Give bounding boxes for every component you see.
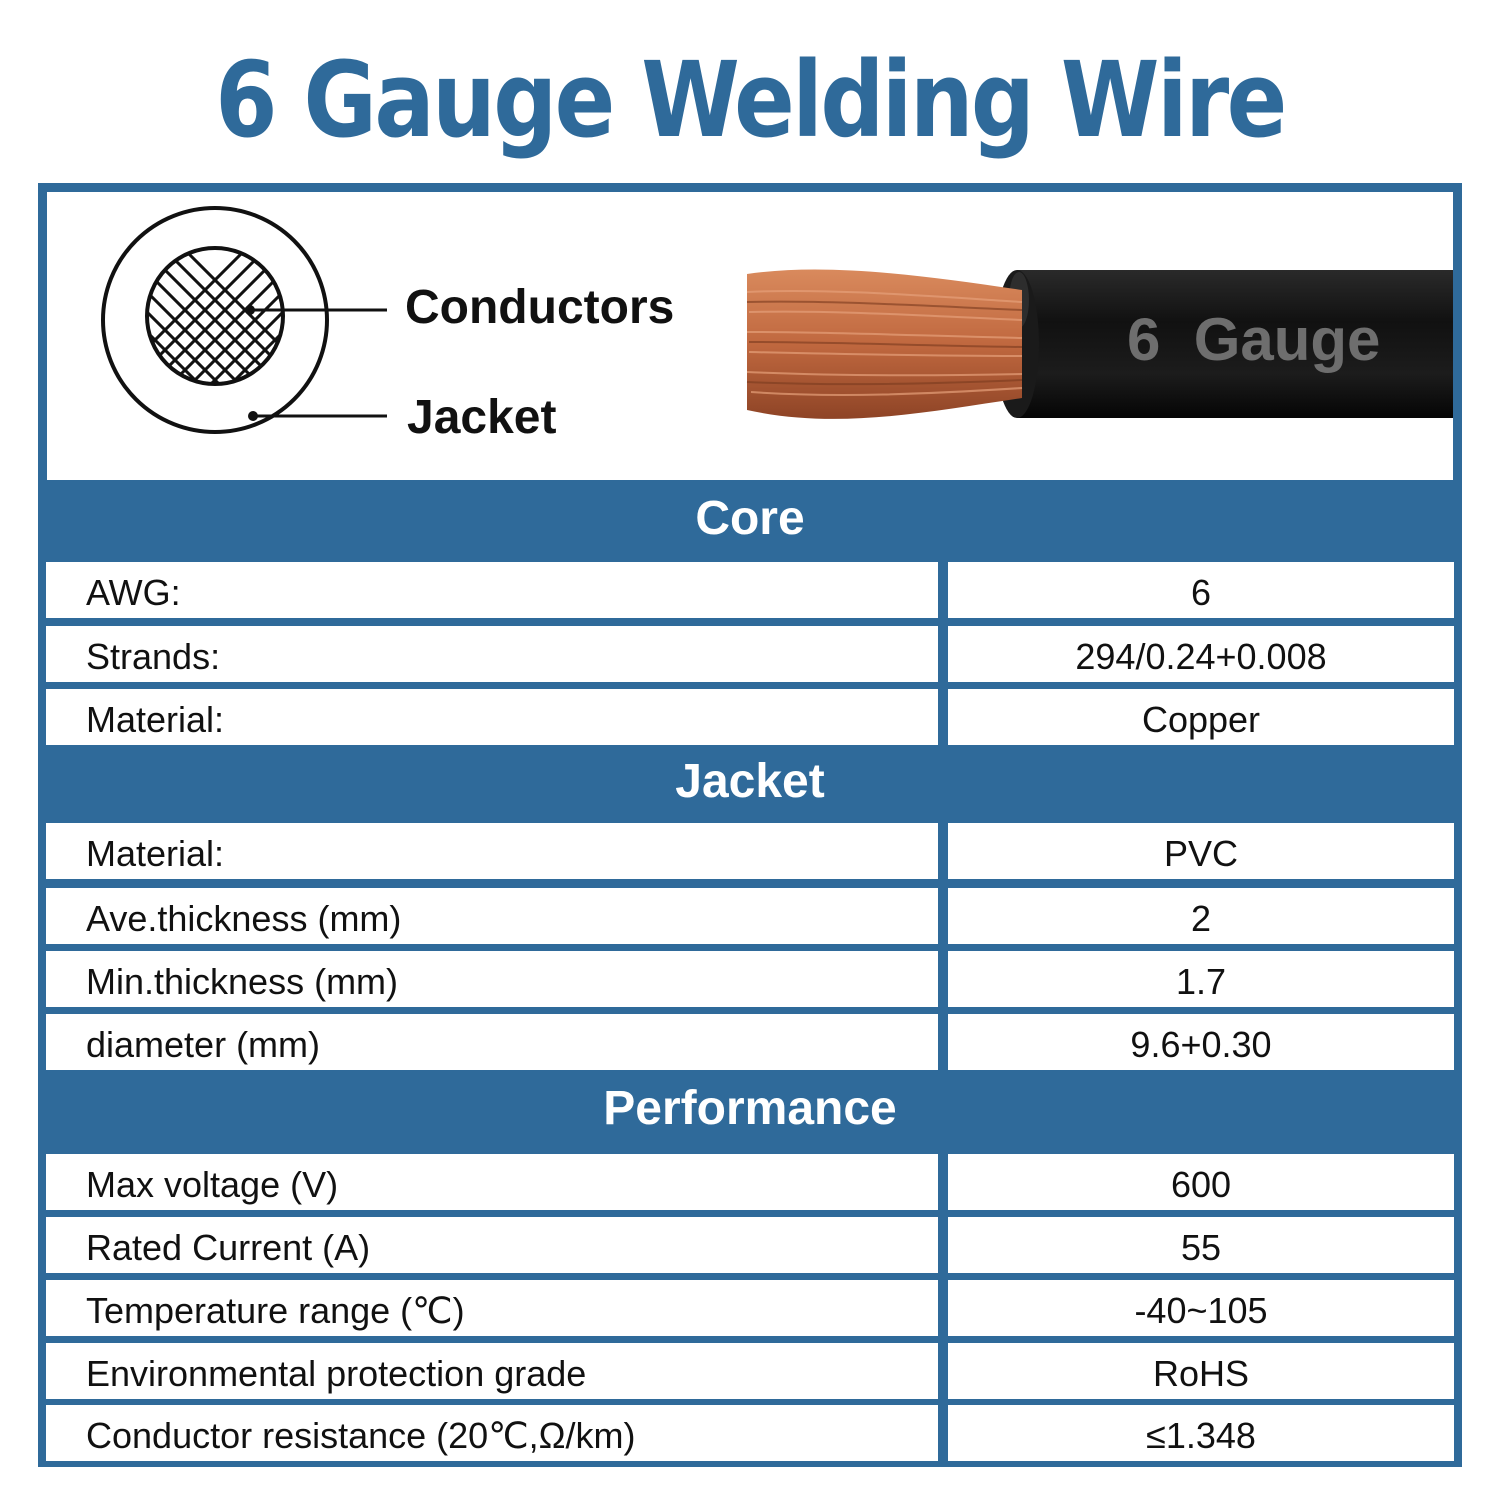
table-row: AWG: 6 xyxy=(46,562,1454,618)
conductors-label: Conductors xyxy=(405,281,675,334)
spec-label: Material: xyxy=(46,823,938,879)
spec-value: Copper xyxy=(948,689,1454,745)
conductor-mesh-icon xyxy=(147,248,283,384)
cable-illustration: 6 Gauge xyxy=(101,206,1453,434)
spec-label: Conductor resistance (20℃,Ω/km) xyxy=(46,1405,938,1461)
spec-label: Ave.thickness (mm) xyxy=(46,888,938,944)
spec-value: RoHS xyxy=(948,1343,1454,1399)
spec-value: ≤1.348 xyxy=(948,1405,1454,1461)
table-row: diameter (mm) 9.6+0.30 xyxy=(46,1014,1454,1070)
spec-value: 294/0.24+0.008 xyxy=(948,626,1454,682)
page-title: 6 Gauge Welding Wire xyxy=(215,39,1287,161)
spec-label: Material: xyxy=(46,689,938,745)
table-row: Strands: 294/0.24+0.008 xyxy=(46,626,1454,682)
spec-value: -40~105 xyxy=(948,1280,1454,1336)
spec-value: 600 xyxy=(948,1154,1454,1210)
spec-label: Rated Current (A) xyxy=(46,1217,938,1273)
table-row: Rated Current (A) 55 xyxy=(46,1217,1454,1273)
table-row: Material: PVC xyxy=(46,823,1454,879)
spec-value: 9.6+0.30 xyxy=(948,1014,1454,1070)
spec-label: AWG: xyxy=(46,562,938,618)
table-row: Temperature range (℃) -40~105 xyxy=(46,1280,1454,1336)
spec-table: 6 Gauge Conductors Jacket Core AWG: 6 St… xyxy=(38,183,1462,1467)
section-core-header: Core xyxy=(695,492,805,545)
table-row: Material: Copper xyxy=(46,689,1454,745)
cable-print-text: 6 Gauge xyxy=(1127,306,1380,373)
spec-value: 2 xyxy=(948,888,1454,944)
jacket-label: Jacket xyxy=(407,391,557,444)
table-row: Min.thickness (mm) 1.7 xyxy=(46,951,1454,1007)
spec-label: diameter (mm) xyxy=(46,1014,938,1070)
spec-label: Temperature range (℃) xyxy=(46,1280,938,1336)
section-performance-header: Performance xyxy=(603,1082,897,1135)
section-jacket-header: Jacket xyxy=(675,755,825,808)
spec-label: Environmental protection grade xyxy=(46,1343,938,1399)
spec-value: 1.7 xyxy=(948,951,1454,1007)
table-row: Conductor resistance (20℃,Ω/km) ≤1.348 xyxy=(46,1405,1454,1461)
table-row: Environmental protection grade RoHS xyxy=(46,1343,1454,1399)
spec-label: Max voltage (V) xyxy=(46,1154,938,1210)
cable-photo: 6 Gauge xyxy=(746,269,1453,419)
spec-value: PVC xyxy=(948,823,1454,879)
table-row: Max voltage (V) 600 xyxy=(46,1154,1454,1210)
spec-value: 6 xyxy=(948,562,1454,618)
spec-label: Strands: xyxy=(46,626,938,682)
spec-value: 55 xyxy=(948,1217,1454,1273)
spec-label: Min.thickness (mm) xyxy=(46,951,938,1007)
cable-diagram-panel: 6 Gauge Conductors Jacket xyxy=(47,192,1453,480)
table-row: Ave.thickness (mm) 2 xyxy=(46,888,1454,944)
